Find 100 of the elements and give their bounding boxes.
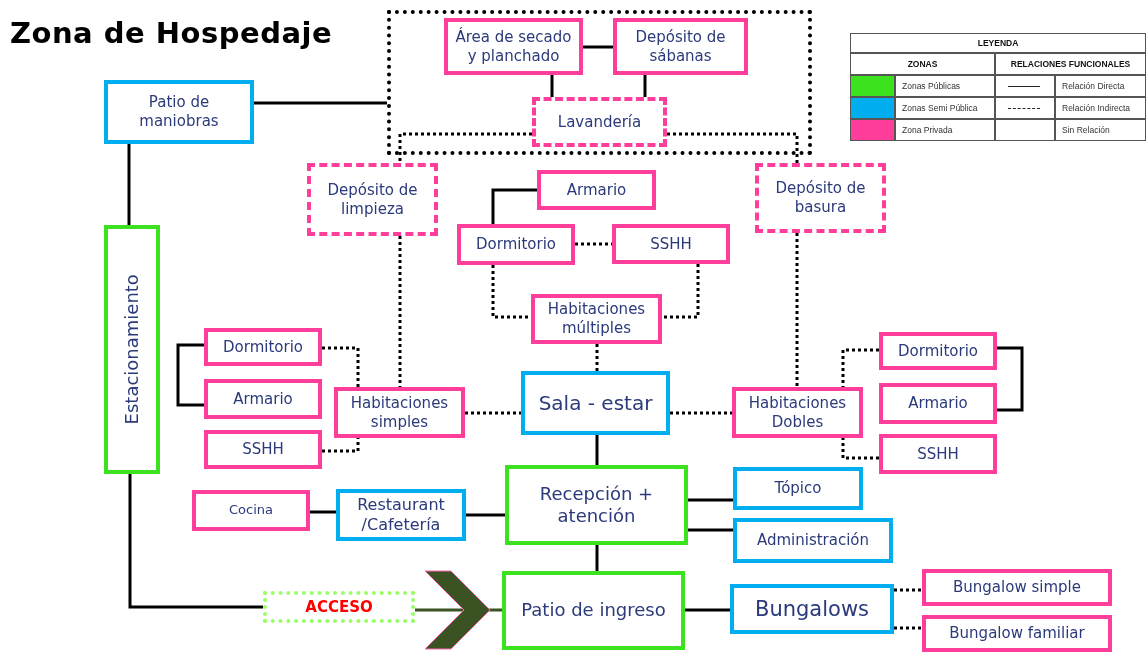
zone-box: [104, 80, 254, 144]
zone-label: Administración: [755, 531, 871, 550]
dotted-connector: [465, 411, 521, 415]
zone-label: SSHH: [916, 444, 960, 464]
zone-label: Patio de maniobras: [138, 93, 220, 131]
zone-label: Cocina: [228, 502, 274, 519]
zone-label: Depósito de sábanas: [634, 27, 727, 66]
dotted-connector: [670, 411, 732, 415]
zone-box: [755, 163, 886, 233]
zone-box: [730, 584, 894, 634]
connector-line: [466, 513, 505, 517]
group-frame: [387, 10, 812, 155]
zone-box: [879, 434, 997, 474]
zone-box: [457, 224, 575, 265]
connector-line: [595, 545, 599, 571]
zone-box: [733, 467, 863, 510]
zone-box: [204, 430, 322, 469]
zone-label: Área de secado y planchado: [454, 27, 573, 66]
zone-box: [733, 518, 893, 563]
zone-label: ACCESO: [304, 597, 374, 617]
zone-label: Restaurant /Cafetería: [356, 495, 446, 535]
connector-line: [688, 498, 733, 502]
zone-label: Habitaciones múltiples: [546, 300, 647, 338]
zone-box: [732, 387, 863, 438]
connector-line: [688, 528, 733, 532]
zone-box: [204, 379, 322, 419]
connector-line: [550, 75, 554, 97]
zone-box: [204, 328, 322, 366]
dotted-connector: [894, 588, 922, 592]
zone-box: [613, 18, 748, 75]
connector-line: [310, 510, 336, 514]
connector-line: [176, 343, 204, 407]
zone-box: [879, 332, 997, 370]
dotted-connector: [595, 344, 599, 371]
zone-label: Dormitorio: [222, 337, 304, 357]
dotted-connector: [667, 132, 799, 163]
zone-box: [192, 490, 310, 531]
zone-box: [334, 387, 465, 438]
connector-line: [685, 608, 730, 612]
dotted-connector: [795, 233, 799, 387]
legend-text: Zonas Semi Pública: [895, 97, 995, 119]
zone-label: SSHH: [241, 440, 285, 459]
zone-label: Tópico: [773, 479, 823, 498]
zone-label: Lavandería: [556, 112, 643, 132]
connector-line: [491, 188, 537, 224]
zone-box: [505, 465, 688, 545]
zone-label: Bungalow familiar: [948, 624, 1086, 643]
zone-label: Patio de ingreso: [520, 599, 667, 622]
legend-text: Sin Relación: [1055, 119, 1146, 141]
zone-label: Armario: [565, 180, 628, 200]
zone-label: Estacionamiento: [120, 273, 143, 427]
connector-line: [583, 45, 613, 49]
diagram-title: Zona de Hospedaje: [10, 16, 333, 50]
dotted-connector: [894, 626, 922, 630]
connector-line: [254, 101, 387, 105]
connector-line: [643, 75, 647, 97]
zone-label: Habitaciones simples: [349, 393, 450, 432]
dotted-connector: [398, 236, 402, 387]
zone-label: Dormitorio: [475, 235, 557, 254]
zone-box: [612, 224, 730, 264]
zone-label: Armario: [232, 389, 294, 409]
zone-box: [531, 294, 662, 344]
legend-text: Relación Indirecta: [1055, 97, 1146, 119]
dotted-connector: [662, 264, 700, 319]
zone-box: [263, 591, 415, 623]
zone-box: [336, 489, 466, 541]
legend-column-heading: RELACIONES FUNCIONALES: [995, 53, 1146, 75]
connector-line: [128, 474, 263, 609]
zone-box: [922, 615, 1112, 652]
zone-box: [532, 97, 667, 147]
dotted-connector: [491, 265, 531, 319]
zone-box: [104, 225, 160, 474]
zone-label: Bungalow simple: [952, 578, 1082, 597]
zone-box: [307, 163, 438, 236]
zone-box: [922, 569, 1112, 606]
zone-label: Depósito de limpieza: [326, 180, 419, 219]
zone-label: SSHH: [649, 234, 693, 254]
zone-label: Bungalows: [754, 595, 870, 623]
dotted-connector: [398, 132, 532, 163]
legend-column-heading: ZONAS: [850, 53, 995, 75]
zone-label: Dormitorio: [897, 341, 979, 361]
zone-label: Sala - estar: [537, 390, 654, 416]
zone-label: Depósito de basura: [774, 179, 867, 217]
zone-label: Armario: [907, 394, 969, 413]
zone-box: [879, 383, 997, 424]
dotted-connector: [322, 346, 360, 387]
dotted-connector: [841, 348, 879, 387]
connector-line: [595, 435, 599, 465]
legend-text: Relación Directa: [1055, 75, 1146, 97]
zone-box: [537, 170, 656, 210]
zone-label: Recepción + atención: [538, 482, 655, 528]
legend-text: Zona Privada: [895, 119, 995, 141]
legend-heading: LEYENDA: [850, 33, 1146, 53]
zone-label: Habitaciones Dobles: [747, 393, 848, 432]
legend-text: Zonas Públicas: [895, 75, 995, 97]
zone-box: [502, 571, 685, 650]
zone-box: [521, 371, 670, 435]
connector-line: [997, 346, 1024, 412]
zone-box: [444, 18, 583, 75]
dotted-connector: [841, 438, 879, 460]
